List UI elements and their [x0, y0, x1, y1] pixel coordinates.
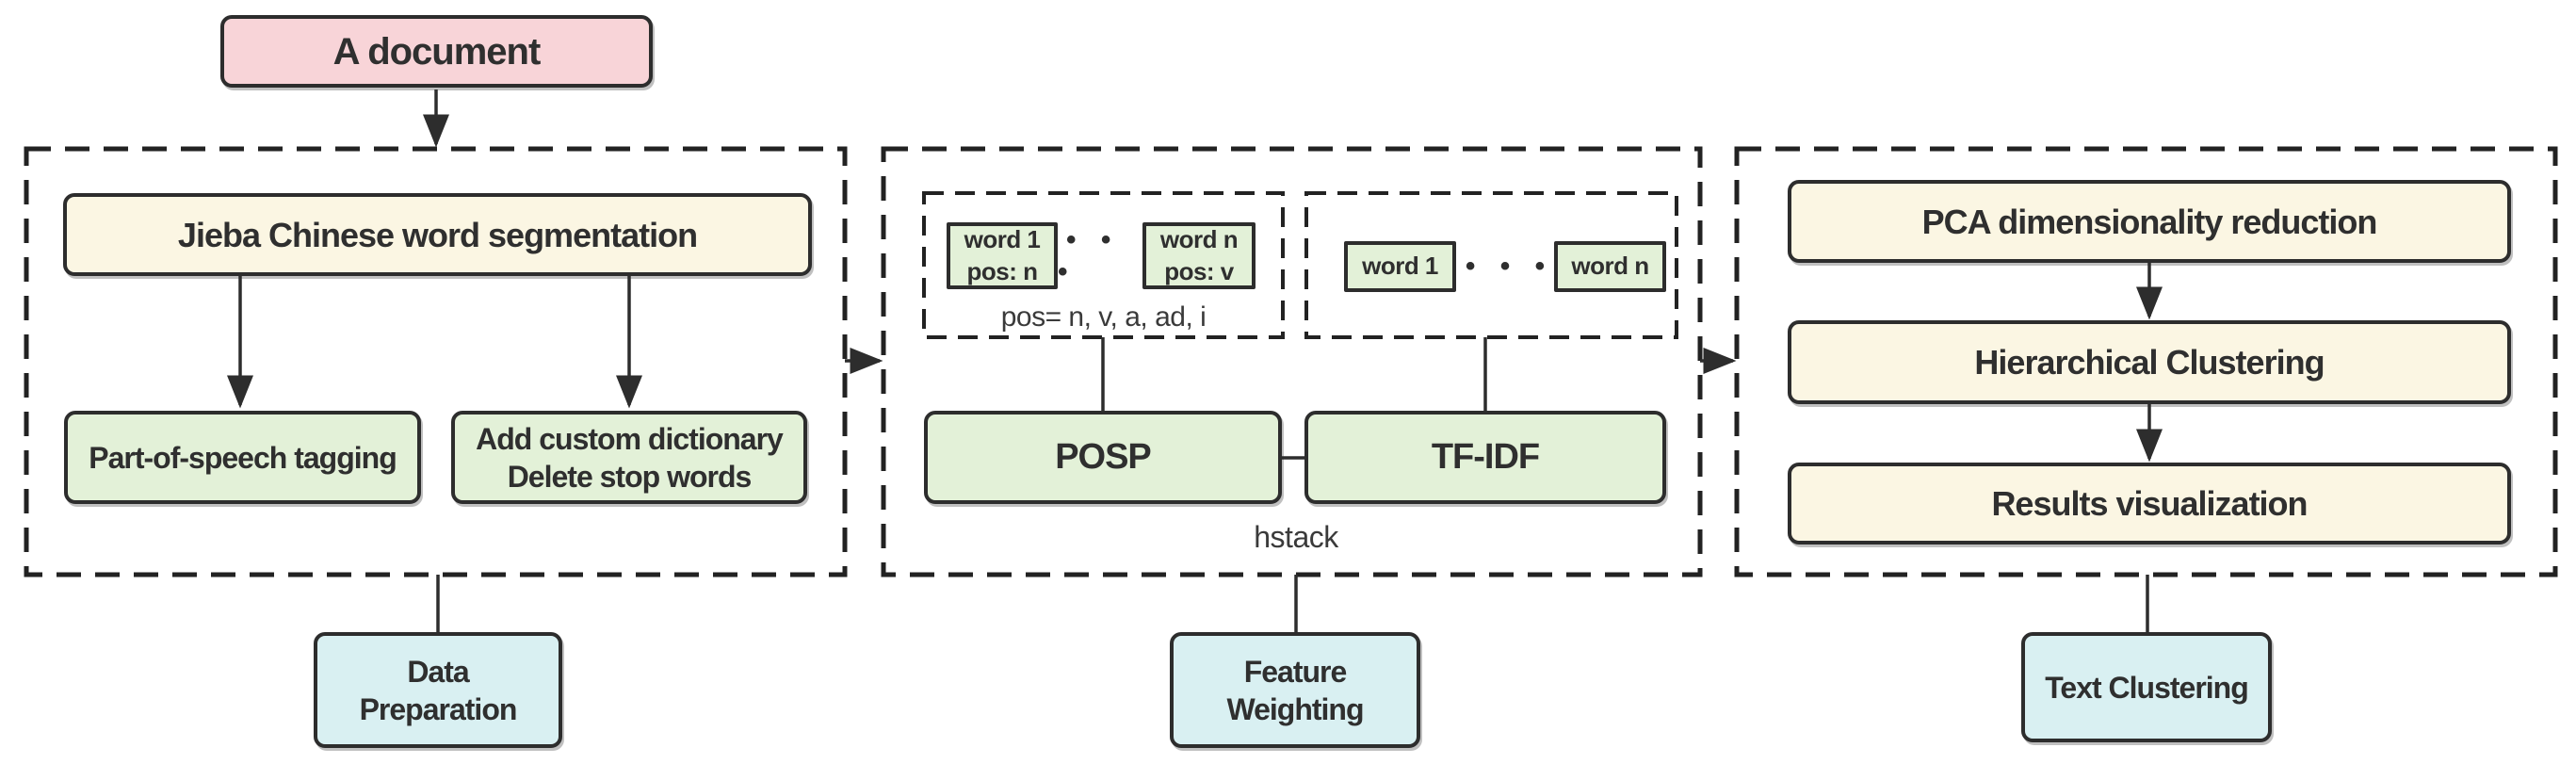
text-clustering-section-label: Text Clustering: [2021, 632, 2272, 742]
word1-pos-box: word 1 pos: n: [947, 222, 1058, 289]
ellipsis-words: • • •: [1465, 251, 1554, 282]
wordn-pos-box: word n pos: v: [1142, 222, 1256, 289]
jieba-segmentation-box: Jieba Chinese word segmentation: [63, 193, 812, 276]
hierarchical-clustering-box: Hierarchical Clustering: [1788, 320, 2511, 404]
text-clustering-section-outline: [1734, 146, 2558, 577]
hstack-note: hstack: [1254, 519, 1338, 554]
custom-dictionary-box: Add custom dictionary Delete stop words: [451, 411, 807, 504]
data-preparation-section-outline: [24, 146, 848, 577]
pca-box: PCA dimensionality reduction: [1788, 180, 2511, 263]
pos-tagging-box: Part-of-speech tagging: [64, 411, 421, 504]
pos-values-note: pos= n, v, a, ad, i: [1000, 301, 1207, 333]
data-preparation-section-label: Data Preparation: [314, 632, 562, 748]
feature-weighting-section-outline: [881, 146, 1703, 577]
feature-weighting-section-label: Feature Weighting: [1170, 632, 1420, 748]
document-box: A document: [220, 15, 653, 88]
posp-box: POSP: [924, 411, 1282, 504]
pos-words-group-outline: [922, 191, 1285, 339]
tfidf-box: TF-IDF: [1304, 411, 1666, 504]
ellipsis-pos-words: • • •: [1058, 223, 1120, 287]
wordn-box: word n: [1554, 241, 1666, 292]
results-visualization-box: Results visualization: [1788, 463, 2511, 545]
word1-box: word 1: [1344, 241, 1456, 292]
words-group-outline: [1304, 191, 1678, 339]
